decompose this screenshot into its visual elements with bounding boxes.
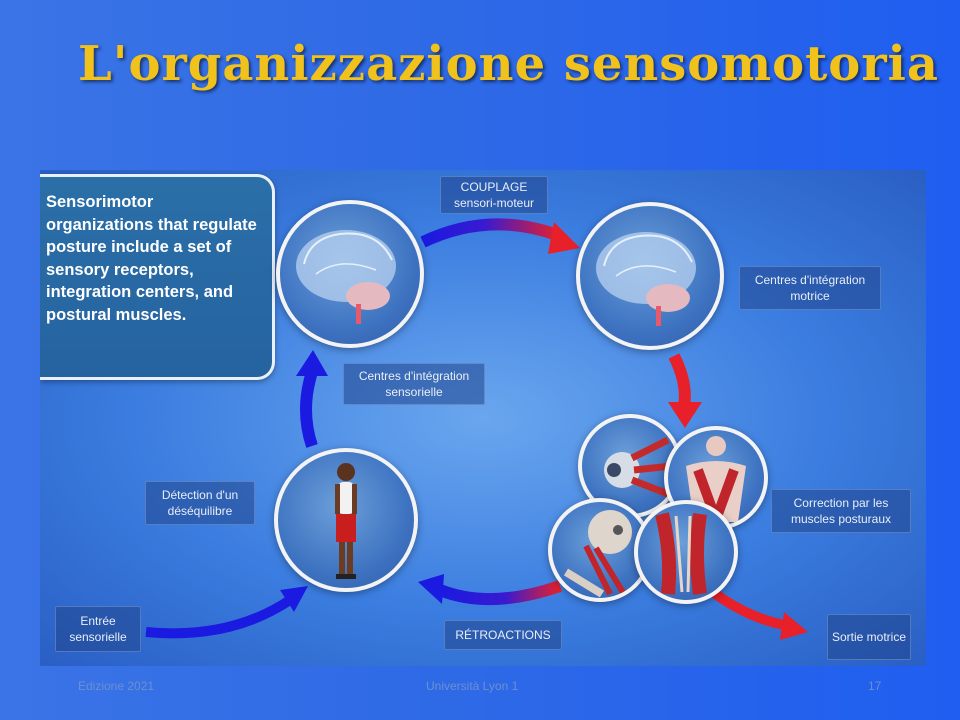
footer-edition: Edizione 2021 (78, 679, 155, 693)
brain-icon (296, 230, 396, 324)
brain-sensory-circle (276, 200, 424, 348)
human-figure-circle (274, 448, 418, 592)
arrow-up-sensorielle-head (296, 350, 328, 376)
page-number: 17 (868, 679, 882, 693)
sensorimotor-diagram: Sensorimotor organizations that regulate… (40, 170, 926, 666)
label-centres-motrice: Centres d'intégration motrice (739, 266, 881, 310)
arrow-couplage-head (548, 222, 580, 254)
arrow-to-muscles-head (668, 402, 702, 428)
arrow-retroactions (437, 580, 562, 606)
arrow-sortie-head (780, 612, 808, 640)
leg-muscles-icon (655, 512, 707, 596)
footer-university: Università Lyon 1 (426, 679, 519, 693)
label-centres-sensorielle: Centres d'intégration sensorielle (343, 363, 485, 405)
slide-title: L'organizzazione sensomotoria (78, 36, 939, 92)
standing-person-icon (335, 463, 357, 579)
eye-muscles-icon (604, 436, 673, 498)
label-sortie: Sortie motrice (827, 614, 911, 660)
arrow-up-sensorielle (300, 370, 318, 448)
label-entree: Entrée sensorielle (55, 606, 141, 652)
label-correction: Correction par les muscles posturaux (771, 489, 911, 533)
arrow-couplage (420, 218, 563, 248)
label-retroactions: RÉTROACTIONS (444, 620, 562, 650)
label-detection: Détection d'un déséquilibre (145, 481, 255, 525)
arrow-to-muscles (668, 353, 691, 408)
arrow-sortie (707, 585, 791, 631)
description-box: Sensorimotor organizations that regulate… (40, 174, 275, 380)
flow-arrows (145, 218, 808, 640)
neck-muscles-icon (563, 510, 632, 598)
description-text: Sensorimotor organizations that regulate… (46, 193, 257, 324)
label-couplage: COUPLAGE sensori-moteur (440, 176, 548, 214)
arrow-entree-head (280, 586, 308, 612)
arrow-retroactions-head (418, 574, 444, 604)
brain-motor-circle (576, 202, 724, 350)
brain-icon (596, 232, 696, 326)
arrow-entree (145, 595, 293, 639)
leg-muscles-circle (634, 500, 738, 604)
